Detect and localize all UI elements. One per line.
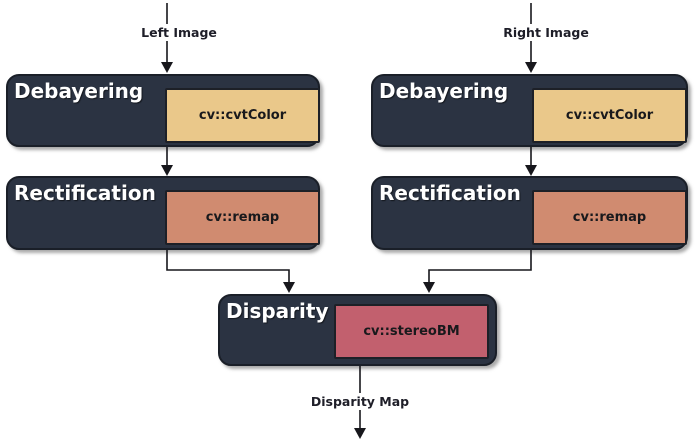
func-label-remap-right: cv::remap [572,210,647,225]
edge-label-disparity-map: Disparity Map [306,393,414,410]
arrow-line-rect-to-disparity-right [428,250,532,282]
node-title-disparity: Disparity [226,299,329,323]
arrowhead-rect-to-disparity-left [283,282,295,293]
edge-label-left-image: Left Image [137,24,221,41]
node-debayering-left: Debayering cv::cvtColor [6,74,320,147]
arrow-line-rect-to-disparity-left [166,250,290,282]
arrowhead-debayer-to-rect-right [525,165,537,176]
arrowhead-disparity-output [354,428,366,439]
node-rectification-left: Rectification cv::remap [6,176,320,250]
func-label-cvtcolor-right: cv::cvtColor [565,108,654,123]
func-box-remap-right: cv::remap [532,190,687,245]
edge-label-right-image: Right Image [499,24,593,41]
arrowhead-debayer-to-rect-left [161,165,173,176]
func-label-stereobm: cv::stereoBM [363,324,460,339]
node-title-debayering-left: Debayering [14,79,144,103]
func-box-cvtcolor-right: cv::cvtColor [532,88,687,143]
func-label-cvtcolor-left: cv::cvtColor [198,108,287,123]
node-title-rectification-right: Rectification [379,181,521,205]
node-rectification-right: Rectification cv::remap [371,176,688,250]
node-title-debayering-right: Debayering [379,79,509,103]
arrowhead-rect-to-disparity-right [423,282,435,293]
func-label-remap-left: cv::remap [205,210,280,225]
func-box-cvtcolor-left: cv::cvtColor [165,88,320,143]
arrowhead-left-input [161,62,173,73]
node-debayering-right: Debayering cv::cvtColor [371,74,688,147]
node-title-rectification-left: Rectification [14,181,156,205]
func-box-remap-left: cv::remap [165,190,320,245]
arrowhead-right-input [525,62,537,73]
func-box-stereobm: cv::stereoBM [334,304,489,359]
node-disparity: Disparity cv::stereoBM [218,294,497,366]
